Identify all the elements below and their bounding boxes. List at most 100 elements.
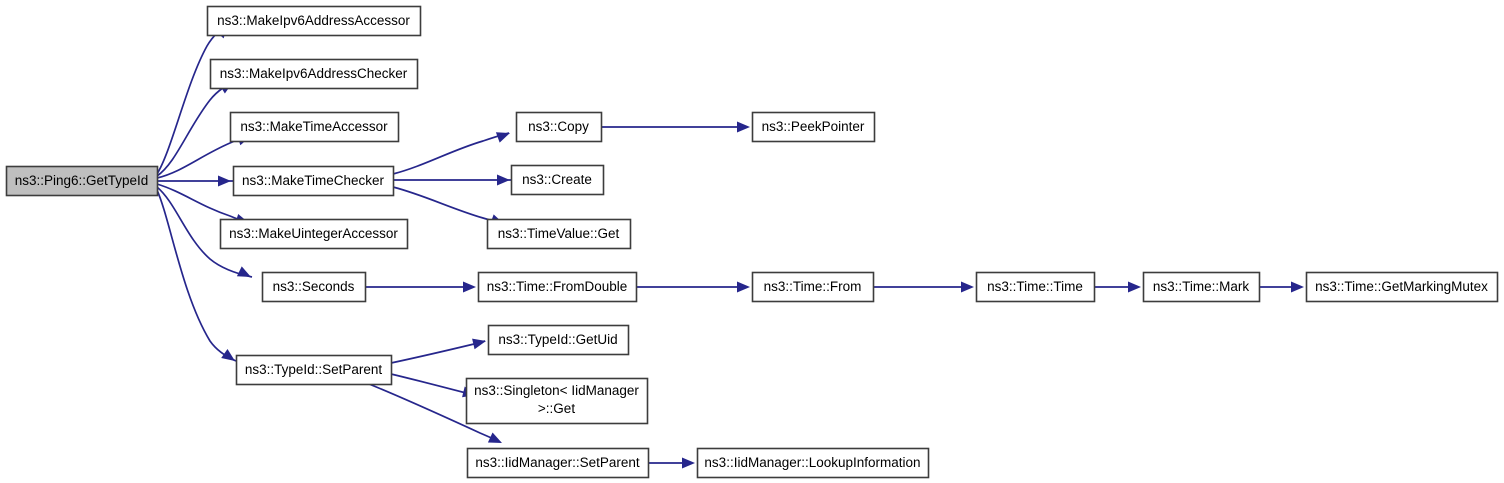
node-rect[interactable] [696,447,930,479]
arrowhead-triangle [497,174,510,186]
node-label: ns3::Time::From [764,279,862,294]
call-edge-root-to-mkipv6chk [156,80,236,177]
arrowhead-icon [463,281,476,293]
node-rect[interactable] [206,5,422,37]
arrowhead-triangle [1291,281,1304,293]
arrowhead-icon [737,281,750,293]
graph-node-tidgetuid[interactable]: ns3::TypeId::GetUid [487,324,630,356]
node-label-line1: ns3::Singleton< IidManager [474,383,639,398]
arrowhead-icon [221,349,235,361]
node-rect[interactable] [209,58,419,90]
node-label: ns3::MakeIpv6AddressChecker [220,66,408,81]
node-label: ns3::MakeUintegerAccessor [229,226,398,241]
node-label: ns3::TypeId::SetParent [245,362,383,377]
node-rect[interactable] [1142,271,1261,303]
arrowhead-icon [1291,281,1304,293]
node-rect[interactable] [466,447,650,479]
node-rect[interactable] [477,271,638,303]
node-label: ns3::IidManager::SetParent [475,455,640,470]
node-label-line2: >::Get [538,401,575,416]
node-rect[interactable] [229,111,400,143]
graph-node-timemark[interactable]: ns3::Time::Mark [1142,271,1261,303]
call-edge-tidsetparent-to-singleton [390,373,476,396]
node-label: ns3::Time::Time [987,279,1083,294]
graph-node-mkuintacc[interactable]: ns3::MakeUintegerAccessor [219,218,409,250]
node-label: ns3::MakeIpv6AddressAccessor [217,13,410,28]
node-label: ns3::Time::FromDouble [487,279,628,294]
node-label: ns3::Ping6::GetTypeId [15,173,149,188]
graph-node-root[interactable]: ns3::Ping6::GetTypeId [5,165,159,197]
graph-node-timetime[interactable]: ns3::Time::Time [975,271,1096,303]
graph-node-create[interactable]: ns3::Create [510,164,605,196]
graph-node-timefrom[interactable]: ns3::Time::From [751,271,875,303]
arrowhead-icon [495,132,510,143]
arrowhead-triangle [961,281,974,293]
graph-node-mkipv6acc[interactable]: ns3::MakeIpv6AddressAccessor [206,5,422,37]
arrowhead-icon [487,432,502,443]
node-rect[interactable] [1305,271,1499,303]
graph-node-peekpointer[interactable]: ns3::PeekPointer [751,111,876,143]
arrowhead-icon [497,174,510,186]
arrowhead-triangle [737,121,750,133]
node-label: ns3::TypeId::GetUid [498,332,617,347]
node-label: ns3::Create [522,172,592,187]
node-label: ns3::MakeTimeAccessor [240,119,388,134]
node-layer: ns3::Ping6::GetTypeId ns3::MakeIpv6Addres… [5,5,1499,479]
graph-node-mkipv6chk[interactable]: ns3::MakeIpv6AddressChecker [209,58,419,90]
node-rect[interactable] [219,218,409,250]
arrowhead-triangle [218,175,231,187]
graph-node-iidsetparent[interactable]: ns3::IidManager::SetParent [466,447,650,479]
node-rect[interactable] [975,271,1096,303]
graph-node-timevalget[interactable]: ns3::TimeValue::Get [486,218,632,250]
arrowhead-triangle [487,432,502,443]
call-edge-tidsetparent-to-tidgetuid [390,340,486,364]
arrowhead-icon [236,266,251,277]
graph-node-mktimechk[interactable]: ns3::MakeTimeChecker [232,165,395,197]
graph-node-lookupinfo[interactable]: ns3::IidManager::LookupInformation [696,447,930,479]
arrowhead-triangle [682,457,695,469]
call-edge-root-to-seconds [156,186,253,278]
graph-node-markingmutex[interactable]: ns3::Time::GetMarkingMutex [1305,271,1499,303]
arrowhead-triangle [737,281,750,293]
graph-node-singleton[interactable]: ns3::Singleton< IidManager>::Get [465,377,649,425]
node-rect[interactable] [515,111,603,143]
arrowhead-icon [472,338,486,350]
arrowhead-triangle [221,349,235,361]
node-label: ns3::Copy [528,119,589,134]
arrowhead-icon [218,175,231,187]
node-label: ns3::Seconds [273,279,355,294]
call-edge-root-to-mkipv6acc [156,23,231,175]
arrowhead-triangle [463,281,476,293]
arrowhead-triangle [472,338,486,350]
node-rect[interactable] [487,324,630,356]
node-rect[interactable] [261,271,367,303]
graph-node-seconds[interactable]: ns3::Seconds [261,271,367,303]
arrowhead-icon [682,457,695,469]
graph-node-copy[interactable]: ns3::Copy [515,111,603,143]
node-label: ns3::MakeTimeChecker [242,173,385,188]
node-label: ns3::Time::GetMarkingMutex [1315,279,1488,294]
node-rect[interactable] [751,271,875,303]
call-edge-mktimechk-to-timevalget [392,186,504,225]
node-rect[interactable] [232,165,395,197]
arrowhead-icon [1128,281,1141,293]
node-label: ns3::Time::Mark [1153,279,1250,294]
node-rect[interactable] [510,164,605,196]
node-label: ns3::TimeValue::Get [498,226,620,241]
call-edge-root-to-tidsetparent [156,189,237,362]
graph-node-tidsetparent[interactable]: ns3::TypeId::SetParent [235,354,393,386]
arrowhead-icon [737,121,750,133]
node-label: ns3::IidManager::LookupInformation [704,455,920,470]
arrowhead-icon [961,281,974,293]
node-rect[interactable] [465,377,649,425]
node-rect[interactable] [235,354,393,386]
node-rect[interactable] [751,111,876,143]
arrowhead-triangle [495,132,510,143]
arrowhead-triangle [236,266,251,277]
node-rect[interactable] [5,165,159,197]
graph-node-mktimeacc[interactable]: ns3::MakeTimeAccessor [229,111,400,143]
node-rect[interactable] [486,218,632,250]
graph-node-fromdouble[interactable]: ns3::Time::FromDouble [477,271,638,303]
